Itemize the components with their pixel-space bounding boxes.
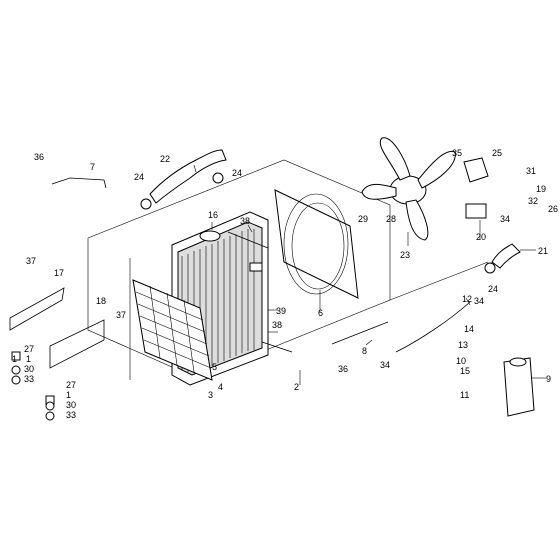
stay-17: [9, 287, 65, 331]
callout-17: 17: [54, 268, 64, 278]
callout-37a: 37: [26, 256, 36, 266]
callout-9: 9: [546, 374, 551, 384]
hardware-column-left: [11, 351, 55, 421]
leader-lines: [193, 164, 546, 385]
callout-23: 23: [400, 250, 410, 260]
thermostat-housing: [463, 157, 489, 219]
callout-27a: 27: [24, 344, 34, 354]
callout-35: 35: [452, 148, 462, 158]
callout-33a: 33: [24, 374, 34, 384]
callout-4: 4: [218, 382, 223, 392]
callout-15: 15: [460, 366, 470, 376]
hose-clamp-24c: [484, 262, 496, 274]
callout-1a: 1: [12, 354, 17, 364]
callout-36a: 36: [34, 152, 44, 162]
callout-7: 7: [90, 162, 95, 172]
callout-11: 11: [460, 390, 469, 400]
callout-6: 6: [318, 308, 323, 318]
stay-rod-8: [331, 321, 389, 345]
overflow-tube: [395, 301, 471, 353]
callout-28: 28: [386, 214, 396, 224]
callout-36b: 36: [338, 364, 348, 374]
stay-rod-lower: [261, 341, 293, 353]
bracket-7: [51, 177, 107, 189]
callout-24c: 24: [488, 284, 498, 294]
callout-29: 29: [358, 214, 368, 224]
fan-shroud: [274, 189, 359, 299]
callout-33b: 33: [66, 410, 76, 420]
callout-19: 19: [536, 184, 546, 194]
stay-rod-upper: [227, 231, 269, 249]
callout-30b: 30: [66, 400, 76, 410]
lower-hose: [491, 243, 521, 269]
callout-30a: 30: [24, 364, 34, 374]
callout-3: 3: [208, 390, 213, 400]
callout-31: 31: [526, 166, 536, 176]
callout-14: 14: [464, 324, 474, 334]
callout-8: 8: [362, 346, 367, 356]
callout-39: 39: [276, 306, 286, 316]
callout-34a: 34: [474, 296, 484, 306]
callout-18: 18: [96, 296, 106, 306]
callout-1: 1: [26, 354, 31, 364]
callout-20: 20: [476, 232, 486, 242]
cooling-fan: [361, 137, 456, 241]
callout-38a: 38: [240, 216, 250, 226]
hose-clamp-24a: [140, 198, 152, 210]
callout-34b: 34: [380, 360, 390, 370]
callout-22: 22: [160, 154, 170, 164]
callout-21: 21: [538, 246, 548, 256]
radiator-cap: [199, 230, 221, 242]
callout-1b: 1: [66, 390, 71, 400]
stay-18: [49, 319, 105, 369]
callout-26: 26: [548, 204, 558, 214]
callout-2: 2: [294, 382, 299, 392]
callout-13: 13: [458, 340, 468, 350]
callout-12: 12: [462, 294, 472, 304]
callout-38b: 38: [272, 320, 282, 330]
callout-27b: 27: [66, 380, 76, 390]
reserve-tank: [503, 357, 535, 417]
callout-32: 32: [528, 196, 538, 206]
callout-16: 16: [208, 210, 218, 220]
callout-24b: 24: [232, 168, 242, 178]
callout-25: 25: [492, 148, 502, 158]
callout-37b: 37: [116, 310, 126, 320]
radiator-screen: [132, 279, 213, 381]
callout-5: 5: [212, 362, 217, 372]
callout-24a: 24: [134, 172, 144, 182]
callout-10: 10: [456, 356, 466, 366]
upper-hose: [149, 149, 227, 204]
hose-clamp-24b: [212, 172, 224, 184]
callout-34c: 34: [500, 214, 510, 224]
